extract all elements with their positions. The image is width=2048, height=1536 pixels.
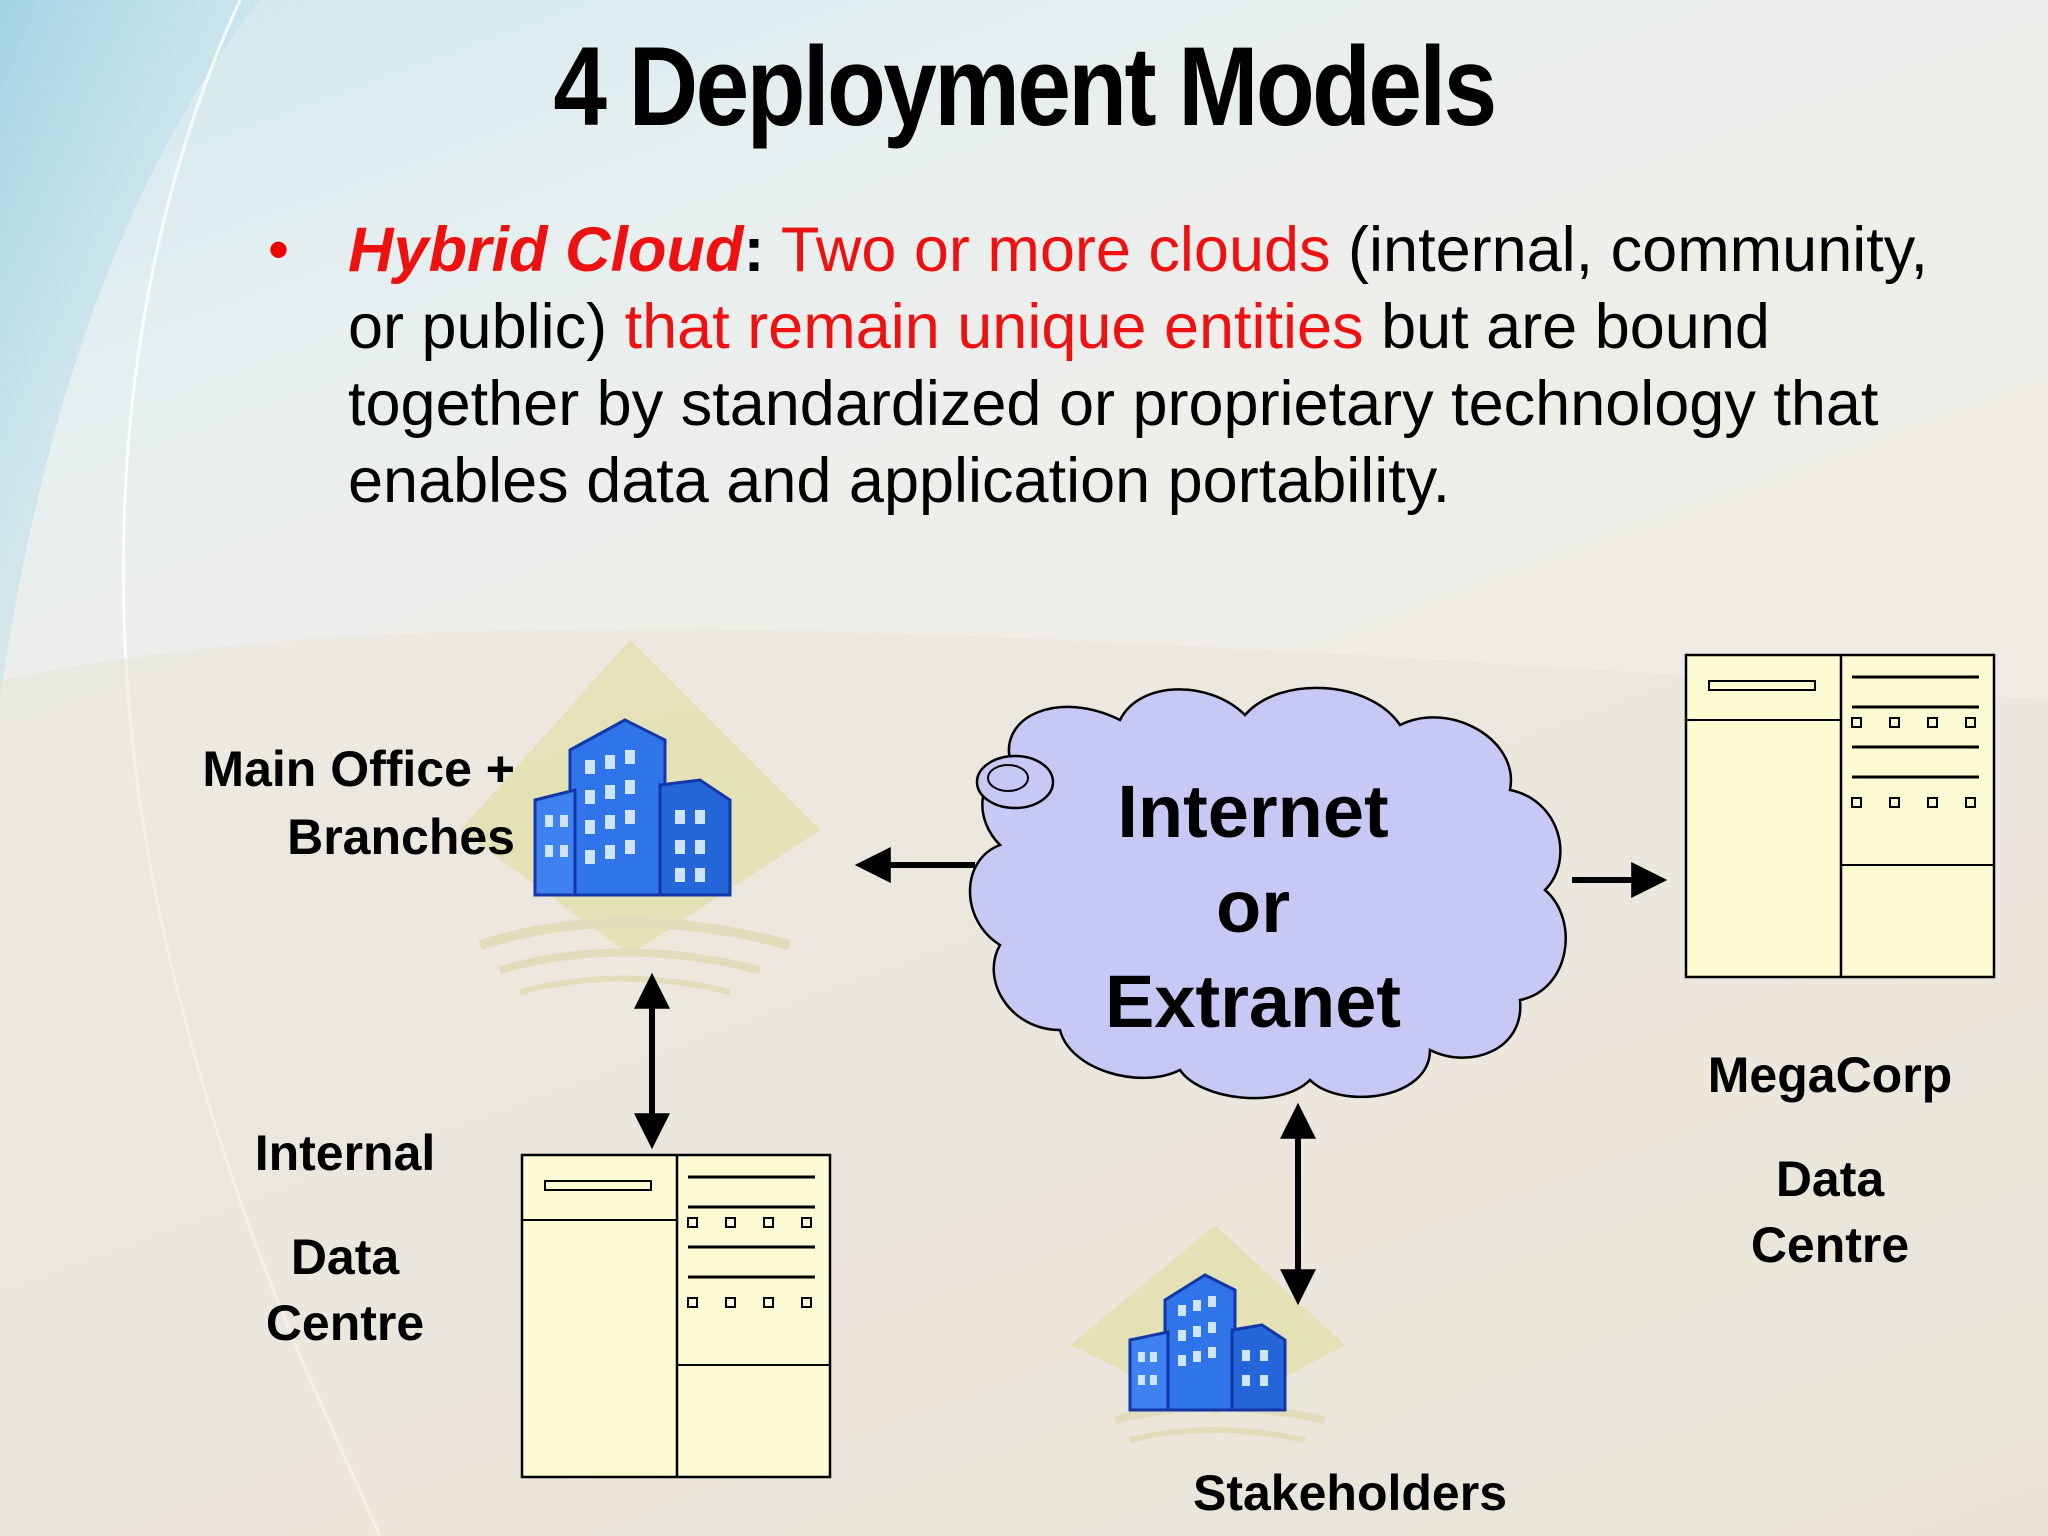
stakeholders-building-icon xyxy=(1070,1225,1345,1443)
internal-label-line1: Internal xyxy=(254,1125,436,1181)
internet-cloud-shape xyxy=(968,686,1567,1100)
cloud-label-or: or xyxy=(1216,865,1290,948)
definition-red-2: that remain unique entities xyxy=(624,292,1364,362)
definition-black-2: but are bound together by standardized o… xyxy=(348,292,1879,516)
main-office-label: Main Office + Branches xyxy=(202,741,515,865)
bullet-text: Hybrid Cloud: Two or more clouds (intern… xyxy=(348,212,1948,520)
main-office-building-icon xyxy=(460,640,820,995)
internal-label-line3: Centre xyxy=(265,1295,425,1351)
internal-data-centre-server-icon xyxy=(520,1153,832,1479)
bullet-marker: • xyxy=(268,216,290,283)
megacorp-data-centre-server-icon xyxy=(1684,653,1996,979)
megacorp-label-line3: Centre xyxy=(1750,1217,1910,1273)
internal-label-line2: Data xyxy=(290,1229,400,1285)
megacorp-label-line2: Data xyxy=(1775,1151,1885,1207)
megacorp-label-line1: MegaCorp xyxy=(1707,1047,1953,1103)
term-hybrid-cloud: Hybrid Cloud xyxy=(348,215,744,285)
slide-title: 4 Deployment Models xyxy=(553,24,1497,149)
definition-red-1: Two or more clouds xyxy=(764,215,1331,285)
stakeholders-label: Stakeholders xyxy=(1192,1465,1507,1521)
definition-black-1: (internal, community, or public) xyxy=(348,215,1929,362)
term-colon: : xyxy=(743,215,765,285)
cloud-label-internet: Internet xyxy=(1117,770,1388,853)
cloud-label-extranet: Extranet xyxy=(1105,960,1401,1043)
internal-data-centre-label: Internal Data Centre xyxy=(230,1120,460,1356)
megacorp-data-centre-label: MegaCorp Data Centre xyxy=(1680,1042,1980,1278)
